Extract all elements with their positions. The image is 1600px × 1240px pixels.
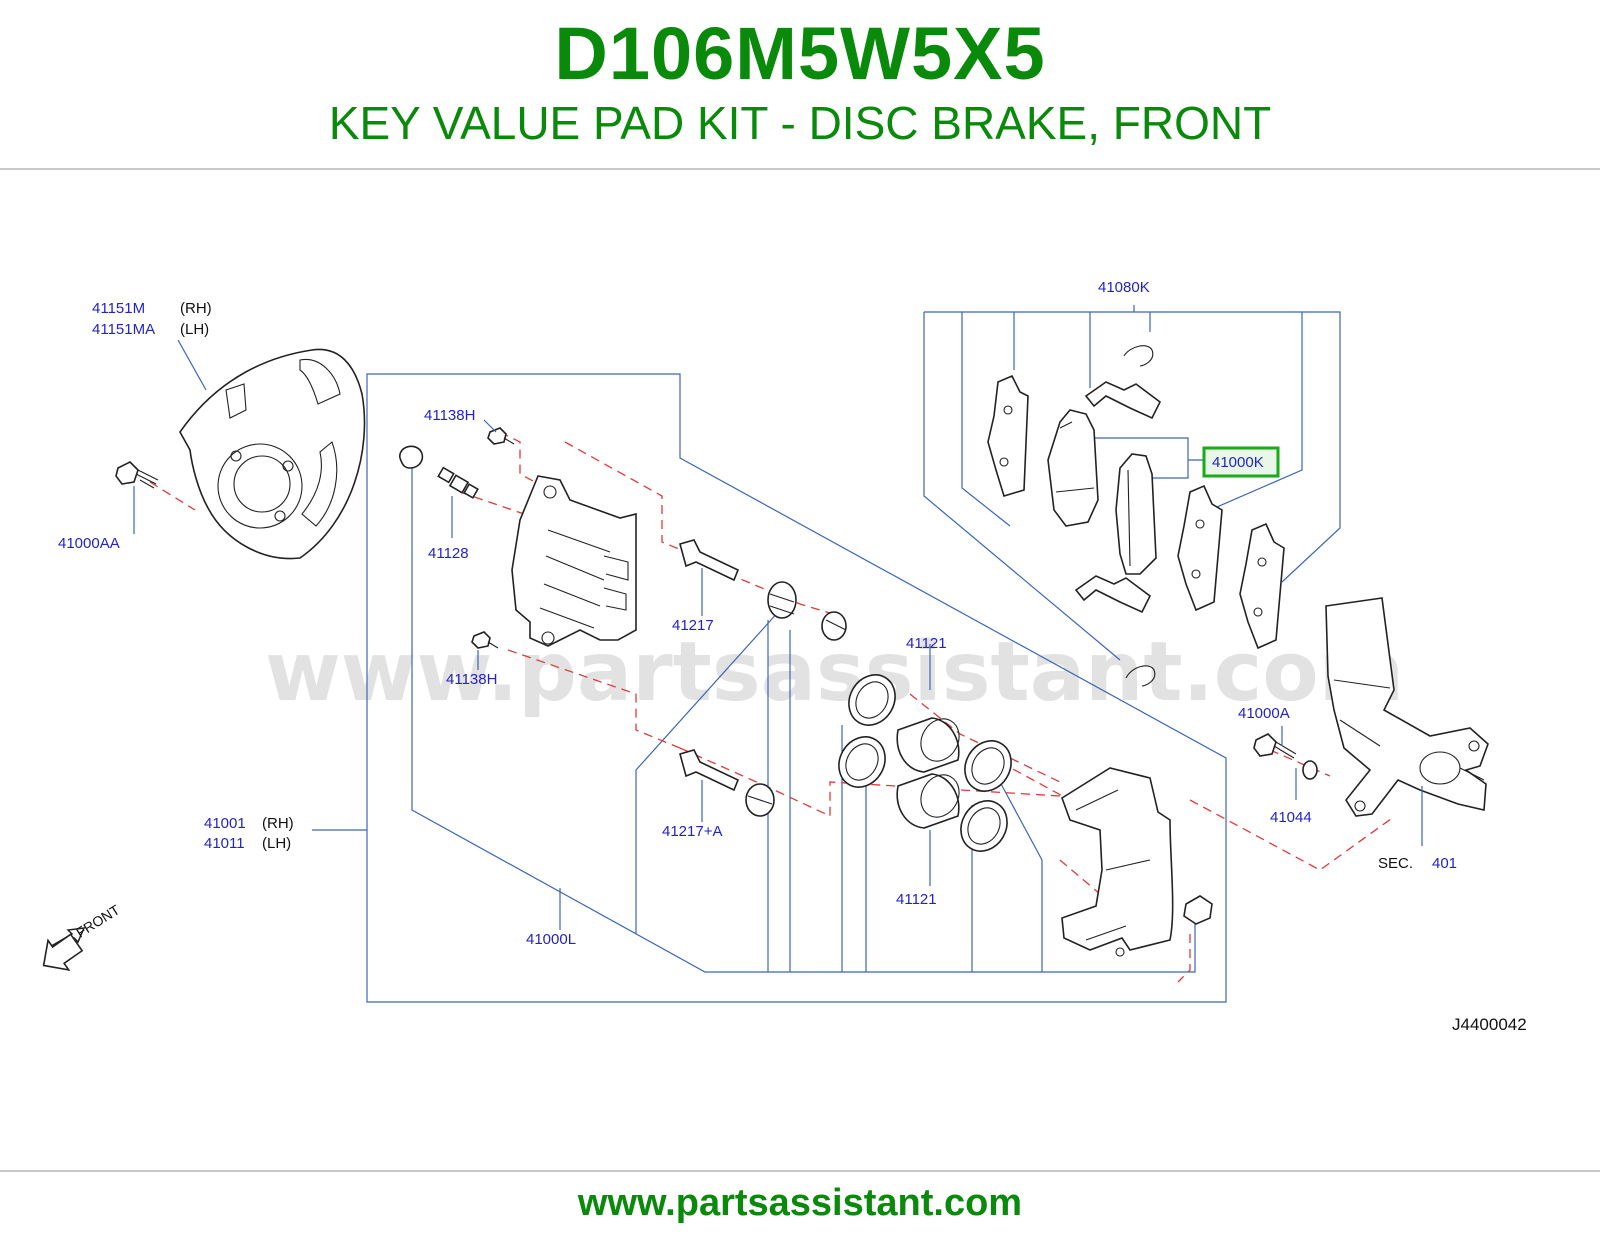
inner-shim-2-part[interactable] bbox=[1239, 522, 1285, 650]
shield-bolt-part[interactable] bbox=[115, 461, 159, 489]
callout-41138H-bottom[interactable]: 41138H bbox=[446, 671, 497, 688]
piston-seal-3-part[interactable] bbox=[956, 732, 1020, 799]
callout-41121-top[interactable]: 41121 bbox=[906, 635, 947, 652]
watermark-text: www.partsassistant.com bbox=[265, 625, 1404, 720]
caliper-kit-bracket bbox=[411, 468, 1196, 973]
callout-41000A[interactable]: 41000A bbox=[1238, 705, 1290, 722]
steering-knuckle-part[interactable] bbox=[1325, 597, 1489, 817]
page-title: D106M5W5X5 bbox=[554, 12, 1046, 95]
outer-shim-part[interactable] bbox=[987, 374, 1029, 497]
bleeder-cap-part[interactable] bbox=[399, 445, 424, 469]
knuckle-bolt-part[interactable] bbox=[1253, 733, 1297, 759]
footer-divider bbox=[0, 1170, 1600, 1172]
callout-41151MA[interactable]: 41151MA bbox=[92, 321, 155, 338]
piston-2-part[interactable] bbox=[896, 768, 966, 829]
caliper-assembly-outline bbox=[366, 373, 1227, 1003]
pin-boot-lower-part[interactable] bbox=[745, 783, 775, 817]
callout-41217[interactable]: 41217 bbox=[672, 617, 714, 634]
caliper-bolt-top-part[interactable] bbox=[487, 427, 515, 445]
guide-pin-upper-part[interactable] bbox=[679, 539, 740, 582]
alignment-line-shield bbox=[149, 481, 196, 511]
callout-41151MA-side: (LH) bbox=[180, 321, 209, 338]
pin-boot-upper-part[interactable] bbox=[767, 581, 797, 619]
caliper-body-part[interactable] bbox=[511, 475, 637, 647]
sec-prefix: SEC. bbox=[1378, 855, 1413, 872]
brake-pad-inner-part[interactable] bbox=[1115, 453, 1157, 575]
washer-part[interactable] bbox=[1302, 760, 1318, 780]
callout-41080K[interactable]: 41080K bbox=[1098, 279, 1150, 296]
bracket-plug-part[interactable] bbox=[1183, 895, 1213, 925]
pin-sleeve-part[interactable] bbox=[821, 611, 847, 641]
sec-number-link[interactable]: 401 bbox=[1432, 855, 1457, 872]
inner-shim-1-part[interactable] bbox=[1177, 484, 1223, 612]
callout-41151M[interactable]: 41151M bbox=[92, 300, 145, 317]
callout-41011[interactable]: 41011 bbox=[204, 835, 245, 852]
shim-retainer-top-part[interactable] bbox=[1123, 345, 1154, 367]
brake-pad-outer-part[interactable] bbox=[1047, 409, 1099, 527]
pad-kit-highlight[interactable] bbox=[1202, 446, 1280, 478]
callout-41000L[interactable]: 41000L bbox=[526, 931, 576, 948]
callout-41217A[interactable]: 41217+A bbox=[662, 823, 722, 840]
shim-retainer-bottom-part[interactable] bbox=[1125, 665, 1156, 687]
shim-kit-outline bbox=[924, 311, 1341, 583]
dust-shield-part[interactable] bbox=[179, 348, 366, 560]
pad-clip-bottom-part[interactable] bbox=[1074, 575, 1152, 614]
callout-41044[interactable]: 41044 bbox=[1270, 809, 1312, 826]
piston-1-part[interactable] bbox=[896, 712, 966, 773]
header-divider bbox=[0, 168, 1600, 170]
page-header: D106M5W5X5 KEY VALUE PAD KIT - DISC BRAK… bbox=[0, 0, 1600, 168]
callout-41151M-side: (RH) bbox=[180, 300, 212, 317]
caliper-bolt-bottom-part[interactable] bbox=[471, 631, 499, 649]
piston-seal-4-part[interactable] bbox=[952, 792, 1016, 859]
callout-41128[interactable]: 41128 bbox=[428, 545, 469, 562]
pad-clip-top-part[interactable] bbox=[1084, 381, 1162, 420]
callout-41121-bottom[interactable]: 41121 bbox=[896, 891, 937, 908]
bleeder-screw-part[interactable] bbox=[437, 466, 479, 499]
guide-pin-lower-part[interactable] bbox=[679, 749, 740, 792]
callout-41138H-top[interactable]: 41138H bbox=[424, 407, 475, 424]
footer-url[interactable]: www.partsassistant.com bbox=[577, 1182, 1023, 1224]
piston-seal-1-part[interactable] bbox=[840, 666, 904, 733]
callout-41001-side: (RH) bbox=[262, 815, 294, 832]
callout-41000AA[interactable]: 41000AA bbox=[58, 535, 120, 552]
callout-41001[interactable]: 41001 bbox=[204, 815, 246, 832]
parts-diagram: www.partsassistant.com bbox=[42, 279, 1527, 1034]
diagram-id: J4400042 bbox=[1452, 1015, 1527, 1034]
callout-41000K[interactable]: 41000K bbox=[1212, 454, 1264, 471]
piston-seal-2-part[interactable] bbox=[830, 728, 894, 795]
callout-41011-side: (LH) bbox=[262, 835, 291, 852]
front-label: FRONT bbox=[73, 901, 123, 940]
caliper-bracket-part[interactable] bbox=[1061, 767, 1174, 957]
front-arrow-icon bbox=[42, 927, 86, 972]
page-subtitle: KEY VALUE PAD KIT - DISC BRAKE, FRONT bbox=[328, 97, 1272, 149]
